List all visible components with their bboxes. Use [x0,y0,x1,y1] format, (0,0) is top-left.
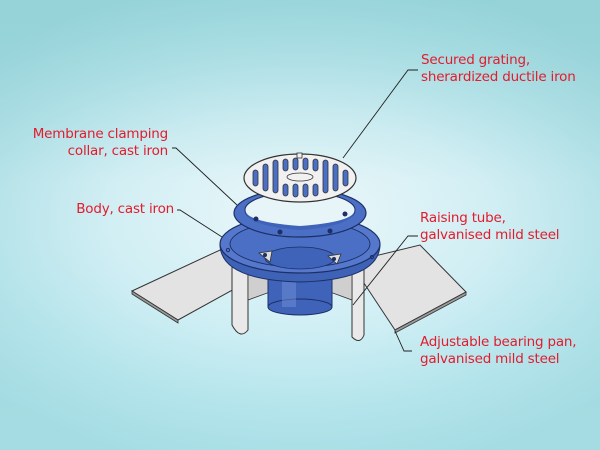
label-body: Body, cast iron [76,201,174,218]
label-line: galvanised mild steel [420,351,560,367]
label-secured-grating: Secured grating, sherardized ductile iro… [421,52,576,86]
label-line: Membrane clamping [32,126,168,142]
label-line: sherardized ductile iron [421,69,576,85]
leader-lines [172,69,418,352]
label-line: Body, cast iron [76,201,174,217]
label-raising-tube: Raising tube, galvanised mild steel [420,210,560,244]
grating [243,152,357,203]
label-line: collar, cast iron [67,143,169,159]
clamping-collar [233,188,367,238]
label-line: Adjustable bearing pan, [420,334,577,350]
label-bearing-pan: Adjustable bearing pan, galvanised mild … [420,334,577,368]
label-line: Secured grating, [421,52,530,68]
label-line: galvanised mild steel [420,227,560,243]
label-line: Raising tube, [420,210,506,226]
label-clamping-collar: Membrane clamping collar, cast iron [33,126,168,160]
